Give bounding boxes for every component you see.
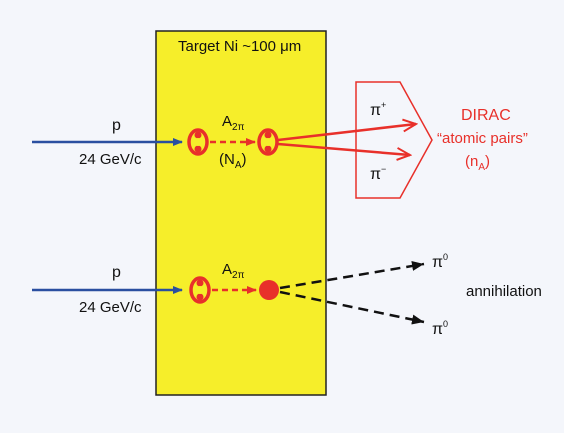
dirac-count-subscript: A [478, 162, 486, 173]
pi-plus-label: π+ [370, 101, 386, 119]
pi0-upper-charge: 0 [443, 252, 449, 262]
pi0-track-upper [279, 261, 425, 290]
atom-icon-top-breakup [257, 128, 279, 156]
atom-label-bottom: A2π [222, 262, 244, 281]
annihilation-label: annihilation [466, 283, 542, 300]
atom-subscript-bottom: 2π [232, 270, 245, 281]
atom-yield-label: (NA) [219, 152, 247, 171]
dirac-detector-outline [355, 81, 433, 199]
atom-label-top: A2π [222, 114, 244, 133]
incoming-particle-bottom: p [112, 264, 121, 281]
pi-minus-symbol: π [370, 166, 382, 183]
atom-symbol-bottom: A [222, 261, 233, 278]
pi0-lower-charge: 0 [443, 319, 449, 329]
atom-yield-close: ) [241, 151, 247, 168]
incoming-momentum-top: 24 GeV/c [79, 151, 142, 168]
target-plate [155, 30, 327, 396]
pi-minus-track [277, 142, 410, 155]
atom-icon-bottom-production [189, 276, 211, 304]
target-label: Target Ni ~100 μm [178, 38, 302, 55]
pi-minus-charge: − [381, 164, 387, 174]
incoming-particle-top: p [112, 117, 121, 134]
incoming-momentum-bottom: 24 GeV/c [79, 299, 142, 316]
pi-plus-charge: + [381, 100, 387, 110]
atom-subscript-top: 2π [232, 122, 245, 133]
pi-minus-label: π− [370, 165, 386, 183]
pi-plus-symbol: π [370, 102, 382, 119]
pi0-upper-symbol: π [432, 254, 444, 271]
pi0-label-upper: π0 [432, 253, 448, 271]
atom-yield-prefix: (N [219, 151, 235, 168]
dirac-count-prefix: (n [465, 153, 479, 170]
annihilation-point [259, 280, 279, 300]
pi-plus-track [277, 124, 416, 142]
dirac-title: DIRAC [461, 107, 511, 124]
dirac-subtitle: “atomic pairs” [437, 130, 528, 147]
pi0-track-lower [279, 290, 425, 325]
atom-symbol-top: A [222, 113, 233, 130]
pi0-lower-symbol: π [432, 321, 444, 338]
atom-icon-top-production [187, 128, 209, 156]
pi0-label-lower: π0 [432, 320, 448, 338]
dirac-count-label: (nA) [465, 154, 490, 173]
atom-yield-subscript: A [234, 160, 242, 171]
dirac-count-close: ) [485, 153, 491, 170]
